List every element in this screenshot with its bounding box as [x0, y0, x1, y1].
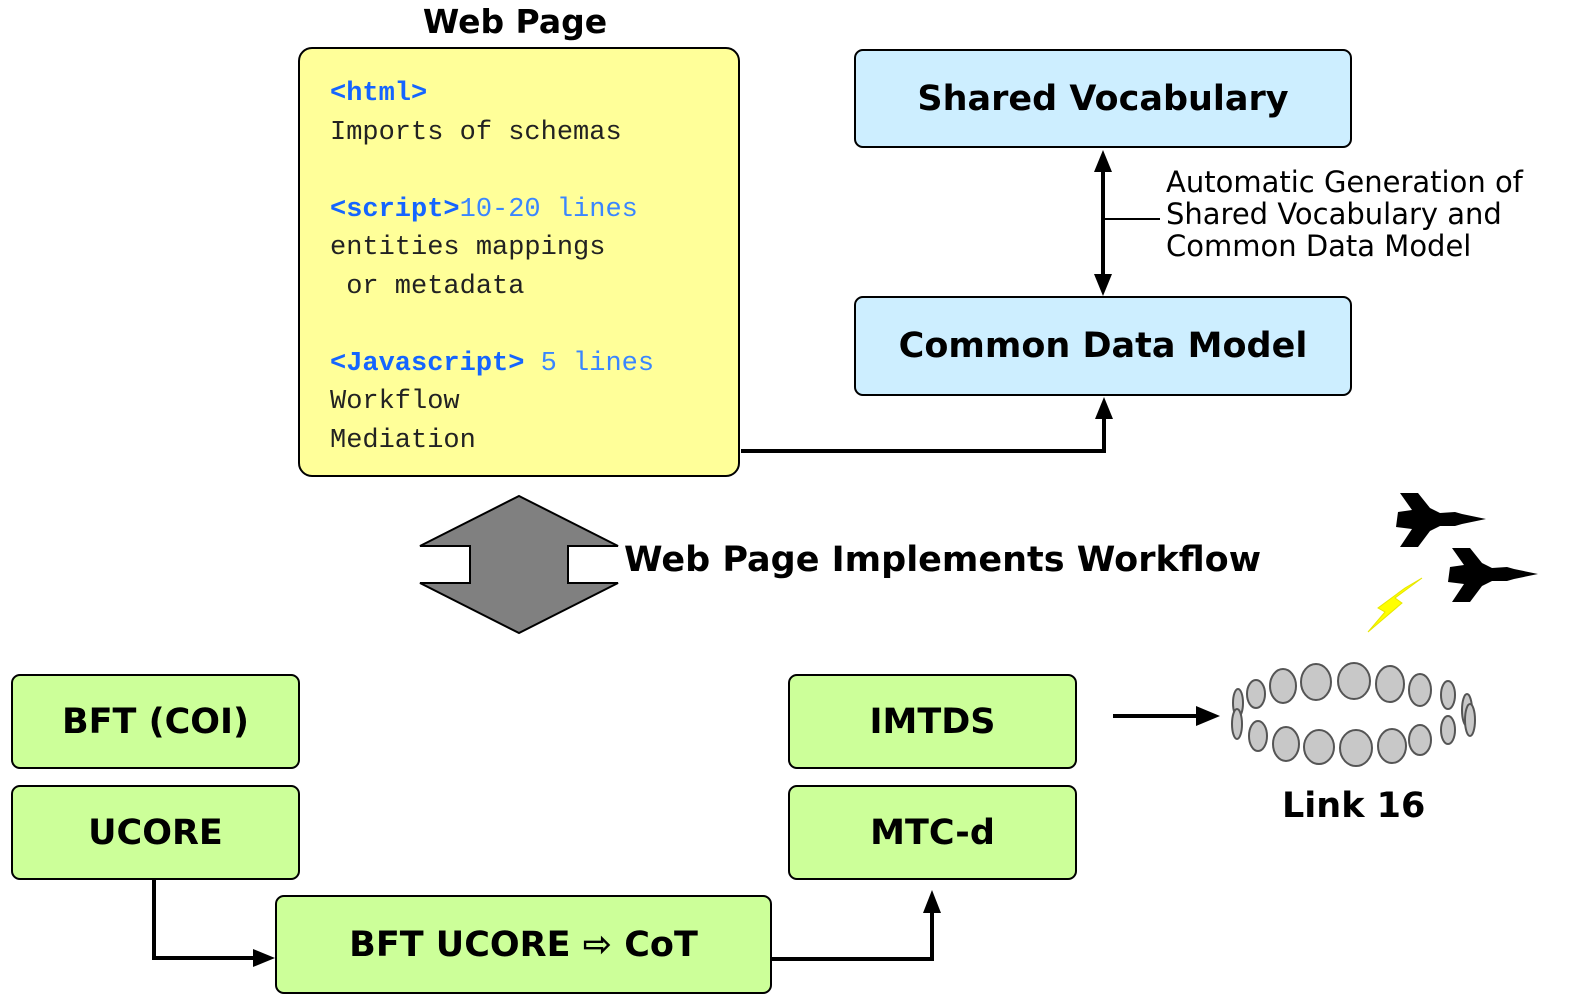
html-tag: <html>	[330, 79, 428, 109]
link16-network-icon	[1231, 662, 1476, 767]
automatic-generation-note: Automatic Generation of Shared Vocabular…	[1166, 166, 1523, 262]
mtc-d-label: MTC-d	[870, 812, 995, 853]
webpage-to-model-arrow	[741, 397, 1113, 453]
bft-coi-label: BFT (COI)	[61, 701, 250, 742]
common-data-model-label: Common Data Model	[898, 326, 1308, 366]
bft-coi-box: BFT (COI)	[11, 674, 300, 769]
converter-to-mtcd-arrow	[772, 890, 941, 961]
ucore-label: UCORE	[88, 812, 223, 853]
bidirectional-arrow	[1094, 150, 1160, 296]
common-data-model-box: Common Data Model	[854, 296, 1352, 396]
imtds-label: IMTDS	[869, 701, 996, 742]
javascript-description-line2: Mediation	[330, 425, 476, 456]
converter-box: BFT UCORE ⇨ CoT	[275, 895, 772, 994]
automatic-generation-line1: Automatic Generation of	[1166, 165, 1523, 199]
javascript-tag: <Javascript>	[330, 348, 525, 379]
script-description-line2: or metadata	[330, 271, 525, 302]
imtds-to-link16-arrow	[1113, 706, 1220, 726]
shared-vocabulary-box: Shared Vocabulary	[854, 49, 1352, 148]
shared-vocabulary-label: Shared Vocabulary	[917, 78, 1289, 119]
automatic-generation-line2: Shared Vocabulary and	[1166, 197, 1502, 231]
web-page-box: <html> Imports of schemas <script>10-20 …	[298, 47, 740, 477]
lightning-bolt-icon	[1367, 577, 1423, 633]
html-description: Imports of schemas	[330, 117, 622, 148]
mtc-d-box: MTC-d	[788, 785, 1077, 880]
ucore-to-converter-arrow	[152, 880, 275, 967]
converter-label: BFT UCORE ⇨ CoT	[349, 924, 698, 965]
javascript-description-line1: Workflow	[330, 387, 460, 417]
ucore-box: UCORE	[11, 785, 300, 880]
script-note: 10-20 lines	[459, 194, 638, 225]
workflow-double-arrow-icon	[419, 494, 619, 635]
script-description-line1: entities mappings	[330, 233, 606, 263]
workflow-label: Web Page Implements Workflow	[624, 540, 1262, 580]
fighter-jet-icon-2	[1448, 548, 1538, 602]
link16-label: Link 16	[1282, 786, 1426, 826]
automatic-generation-line3: Common Data Model	[1166, 229, 1472, 263]
fighter-jet-icon	[1396, 493, 1486, 547]
javascript-note: 5 lines	[524, 348, 655, 379]
web-page-title: Web Page	[422, 2, 608, 41]
imtds-box: IMTDS	[788, 674, 1077, 769]
script-tag: <script>	[330, 194, 460, 225]
